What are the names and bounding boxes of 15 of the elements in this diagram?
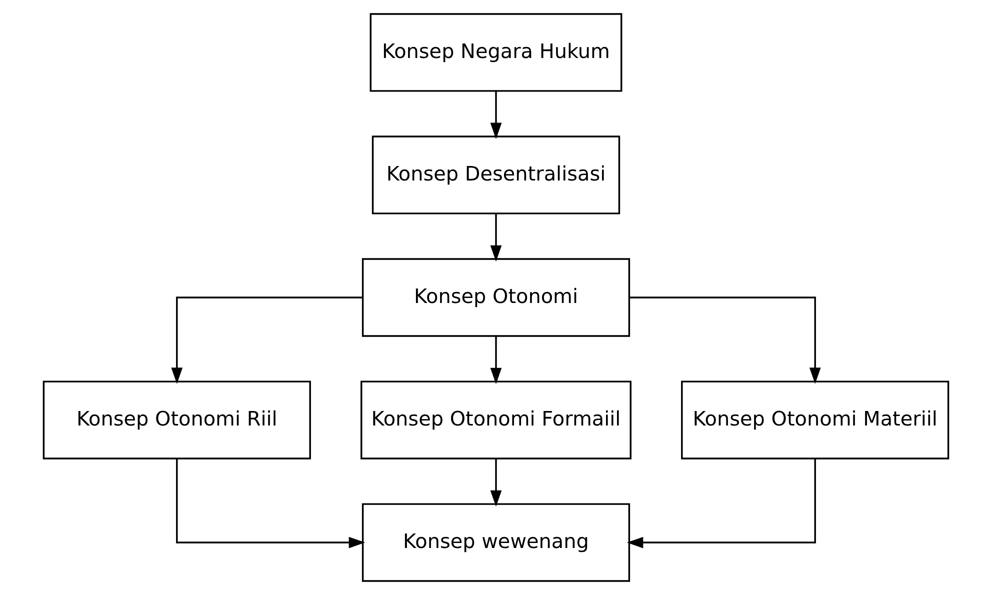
arrow (490, 214, 502, 262)
node-box: Konsep Desentralisasi (372, 136, 620, 214)
arrow (171, 296, 363, 384)
arrow (629, 296, 821, 384)
node-box: Konsep Otonomi Materiil (681, 380, 950, 460)
arrow (490, 458, 502, 507)
node-box: Konsep Otonomi Formaiil (360, 380, 632, 460)
arrow (490, 336, 502, 384)
node-box: Konsep Otonomi Riil (42, 380, 311, 460)
arrow (490, 91, 502, 140)
arrow (626, 458, 816, 548)
node-box: Konsep wewenang (362, 503, 630, 582)
node-box: Konsep Otonomi (362, 258, 630, 337)
arrow (176, 458, 366, 548)
node-box: Konsep Negara Hukum (370, 13, 622, 92)
